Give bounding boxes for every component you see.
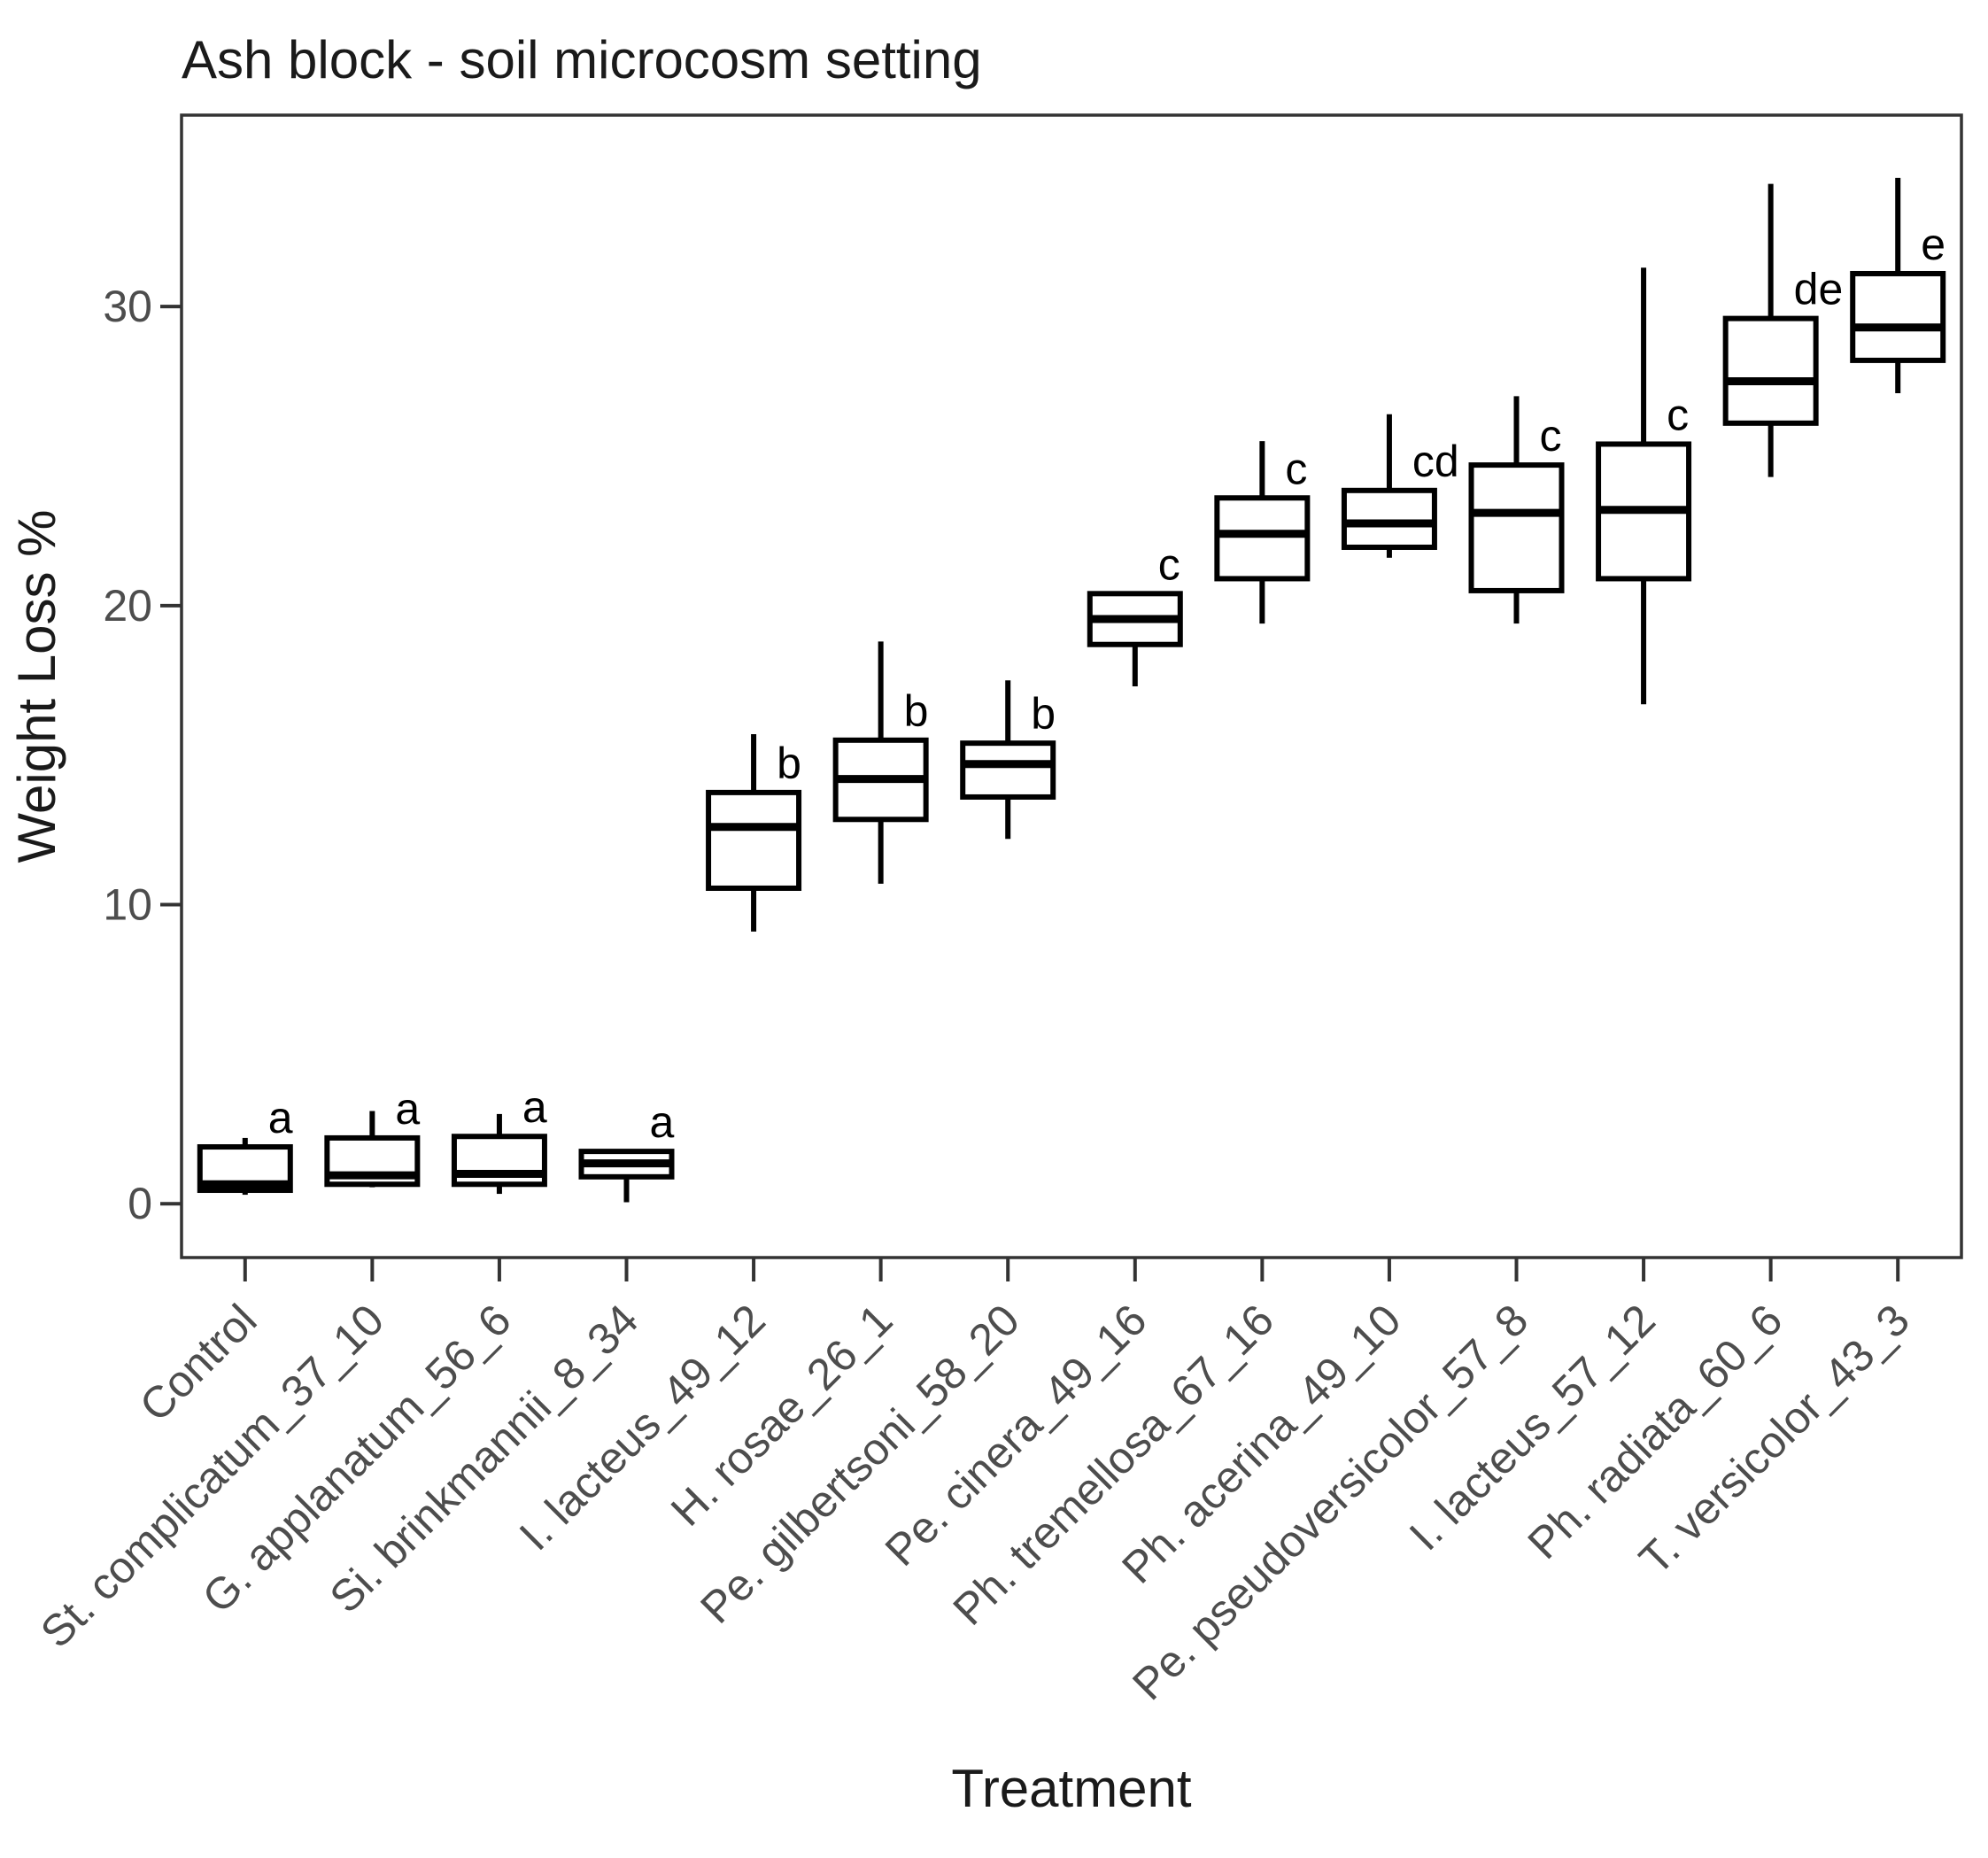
significance-letter: b: [904, 686, 929, 736]
x-axis-title: Treatment: [951, 1759, 1192, 1818]
y-tick-label: 10: [103, 880, 152, 930]
iqr-box: [706, 789, 802, 891]
y-tick-label: 30: [103, 282, 152, 331]
significance-letter: e: [1921, 220, 1945, 269]
chart-title: Ash block - soil microcosm setting: [182, 30, 982, 89]
iqr-box: [1214, 495, 1311, 582]
iqr-box: [1850, 270, 1946, 363]
significance-letter: a: [650, 1097, 675, 1147]
significance-letter: a: [395, 1084, 420, 1134]
significance-letter: c: [1540, 411, 1562, 461]
plot-panel-border: [180, 113, 1963, 1259]
iqr-box: [1722, 315, 1819, 426]
y-tick-label: 0: [128, 1179, 152, 1228]
iqr-box: [1468, 462, 1565, 593]
significance-letter: cd: [1412, 437, 1459, 486]
significance-letter: a: [522, 1082, 547, 1132]
significance-letter: b: [1031, 689, 1056, 739]
significance-letter: c: [1667, 390, 1689, 439]
significance-letter: c: [1285, 444, 1307, 493]
y-axis-title: Weight Loss %: [7, 509, 66, 863]
significance-letter: b: [777, 739, 801, 788]
significance-letter: de: [1794, 265, 1844, 314]
iqr-box: [1341, 487, 1437, 550]
x-tick-label: H. rosae_26_1: [661, 1295, 902, 1536]
iqr-box: [960, 740, 1056, 800]
y-tick-label: 20: [103, 581, 152, 631]
significance-letter: a: [268, 1093, 293, 1142]
significance-letter: c: [1158, 539, 1180, 589]
